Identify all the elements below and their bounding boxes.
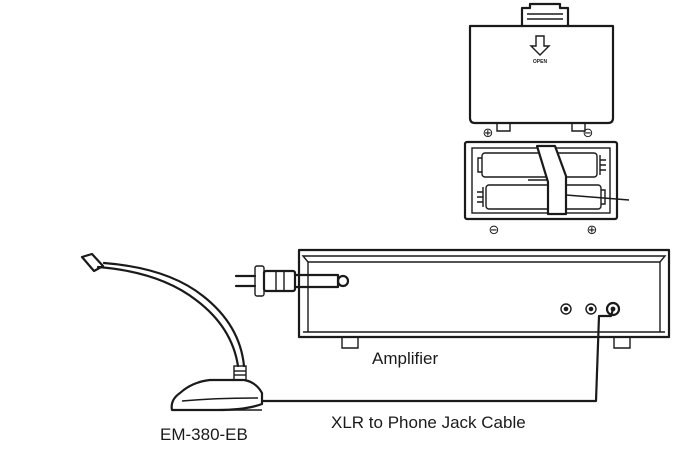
polarity-plus-top: ⊕: [483, 125, 494, 140]
jack-2: [585, 303, 597, 315]
battery-compartment: [463, 140, 630, 221]
xlr-cable: [260, 307, 615, 403]
polarity-plus-bottom: ⊕: [587, 222, 598, 237]
battery-icon: [477, 184, 606, 210]
polarity-minus-bottom: ⊖: [489, 222, 500, 237]
gooseneck-microphone-icon: [80, 252, 264, 412]
open-label: OPEN: [533, 59, 548, 65]
arrow-down-icon: [529, 35, 551, 56]
microphone-model-label: EM-380-EB: [160, 425, 248, 444]
amplifier: [297, 248, 671, 349]
battery-cover: OPEN: [468, 2, 615, 132]
cable-label: XLR to Phone Jack Cable: [331, 413, 526, 432]
amplifier-label: Amplifier: [372, 349, 438, 368]
polarity-minus-top: ⊖: [583, 125, 594, 140]
jack-3: [605, 301, 621, 317]
jack-1: [560, 303, 572, 315]
plug-icon: [234, 265, 340, 297]
